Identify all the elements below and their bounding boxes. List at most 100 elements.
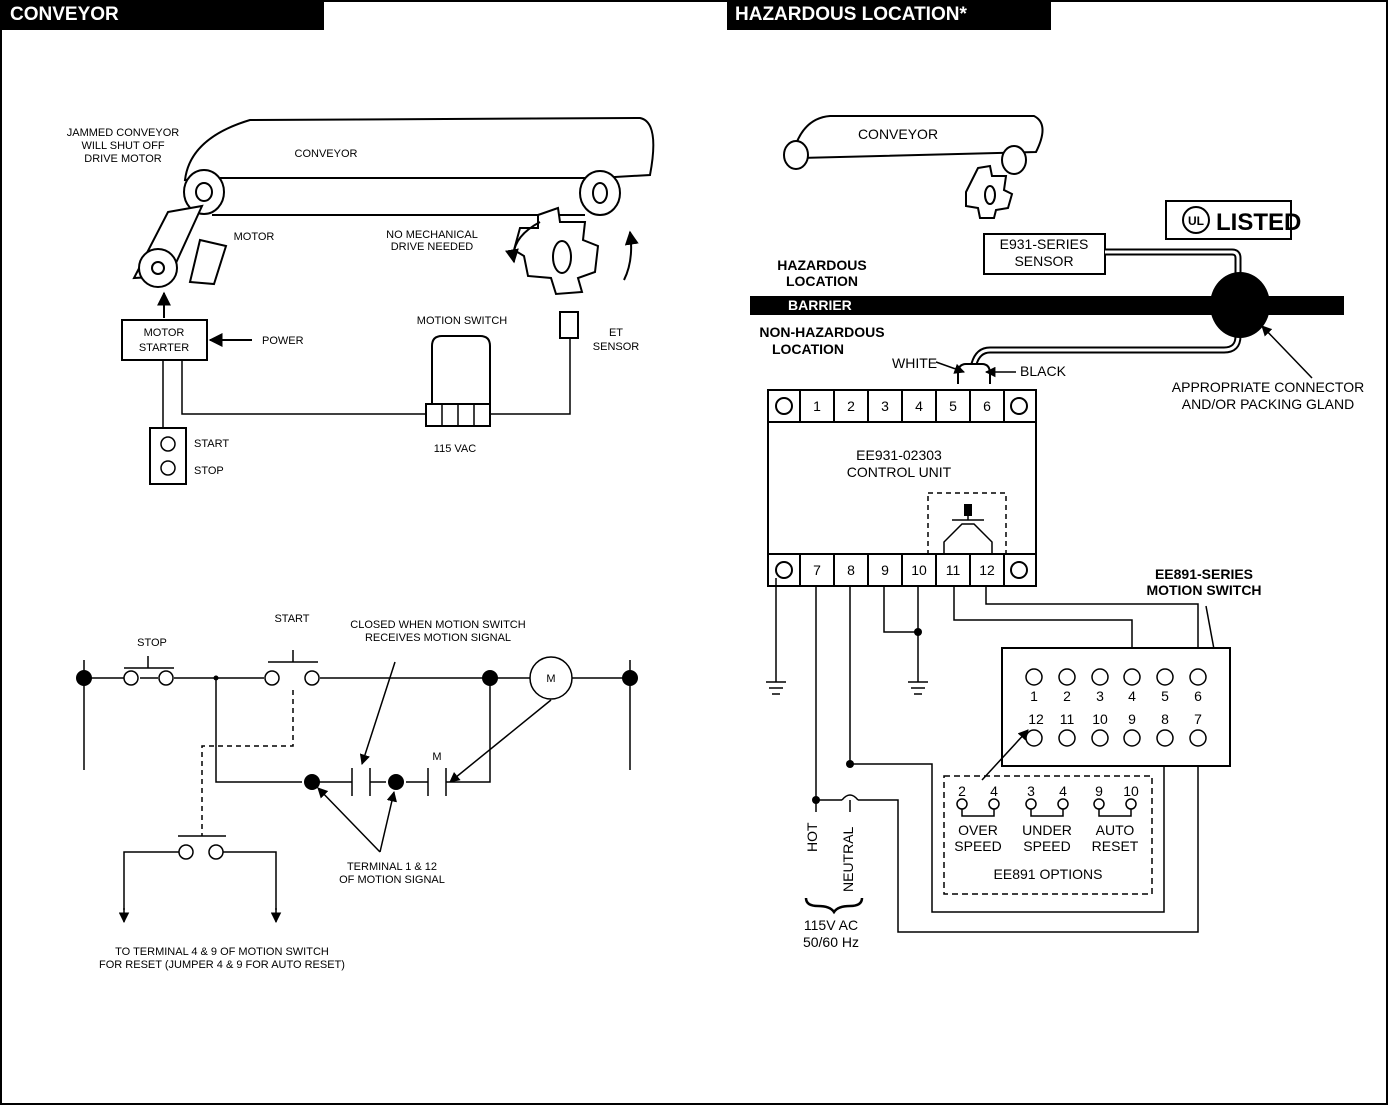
opt-over-b: 4 bbox=[990, 783, 998, 799]
bottom-terminal-11: 11 bbox=[946, 562, 961, 578]
opt-auto-b: 10 bbox=[1123, 783, 1139, 799]
top-terminal-strip: 1 2 3 4 5 6 bbox=[799, 389, 1005, 423]
options-callout-arrow bbox=[981, 729, 1029, 781]
connector-label-2: AND/OR PACKING GLAND bbox=[1182, 396, 1354, 412]
hazardous-location-header: HAZARDOUS LOCATION* bbox=[727, 0, 1051, 30]
bottom-terminal-strip: 7 8 9 10 11 12 bbox=[799, 553, 1005, 587]
bottom-terminal-8: 8 bbox=[847, 562, 855, 578]
ee891-label-1: EE891-SERIES bbox=[1155, 566, 1253, 582]
supply-label-2: 50/60 Hz bbox=[803, 934, 859, 950]
ee891-motion-switch bbox=[1001, 647, 1231, 767]
closed-label-1: CLOSED WHEN MOTION SWITCH bbox=[350, 619, 525, 631]
ee891-options-box bbox=[943, 775, 1153, 895]
terminal-label-1: TERMINAL 1 & 12 bbox=[347, 861, 437, 873]
sensor-lead-splice bbox=[957, 363, 991, 384]
ee891-label-2: MOTION SWITCH bbox=[1146, 582, 1261, 598]
motor-symbol-label: M bbox=[546, 673, 555, 685]
control-unit-label-2: CONTROL UNIT bbox=[847, 464, 952, 480]
option-jumpers bbox=[956, 798, 1137, 817]
ms-terminal-7: 7 bbox=[1194, 711, 1202, 727]
start-contact-label: START bbox=[274, 613, 309, 625]
opt-over-a: 2 bbox=[958, 783, 966, 799]
ms-terminal-2: 2 bbox=[1063, 688, 1071, 704]
top-terminal-2: 2 bbox=[847, 398, 855, 414]
under-speed-label-1: UNDER bbox=[1022, 822, 1072, 838]
ms-terminal-11: 11 bbox=[1060, 711, 1075, 727]
listed-label: LISTED bbox=[1216, 209, 1301, 236]
sensor-label-1: E931-SERIES bbox=[1000, 236, 1089, 252]
reset-contact-left bbox=[178, 844, 194, 860]
ms-terminal-3: 3 bbox=[1096, 688, 1104, 704]
ms-terminal-10: 10 bbox=[1092, 711, 1108, 727]
vac-label: 115 VAC bbox=[434, 443, 476, 455]
auto-reset-label-2: RESET bbox=[1092, 838, 1139, 854]
under-speed-label-2: SPEED bbox=[1023, 838, 1070, 854]
bottom-terminal-12: 12 bbox=[979, 562, 995, 578]
auto-reset-label-1: AUTO bbox=[1096, 822, 1135, 838]
hazardous-label-2: LOCATION bbox=[786, 273, 858, 289]
top-terminal-5: 5 bbox=[949, 398, 957, 414]
ms-terminal-6: 6 bbox=[1194, 688, 1202, 704]
jammed-label-1: JAMMED CONVEYOR bbox=[67, 127, 180, 139]
reset-contact-right bbox=[208, 844, 224, 860]
hot-label: HOT bbox=[804, 822, 820, 852]
ground-symbol bbox=[766, 681, 786, 695]
conveyor-header: CONVEYOR bbox=[2, 0, 324, 30]
top-terminal-4: 4 bbox=[915, 398, 923, 414]
motor-starter-label-1: MOTOR bbox=[144, 327, 185, 339]
barrier bbox=[750, 296, 1344, 315]
terminal-label-2: OF MOTION SIGNAL bbox=[339, 874, 445, 886]
et-sensor-label-1: ET bbox=[609, 327, 623, 339]
jammed-label-2: WILL SHUT OFF bbox=[81, 140, 164, 152]
motion-switch-label: MOTION SWITCH bbox=[417, 315, 507, 327]
stop-contact-left bbox=[123, 670, 139, 686]
opt-under-a: 3 bbox=[1027, 783, 1035, 799]
stop-contact-right bbox=[158, 670, 174, 686]
right-rail-node bbox=[622, 670, 638, 686]
over-speed-label-1: OVER bbox=[958, 822, 998, 838]
terminal-arrow-12 bbox=[379, 790, 397, 853]
motor-junction-node bbox=[482, 670, 498, 686]
terminal-arrow-1 bbox=[317, 787, 381, 853]
sensor-label-2: SENSOR bbox=[1014, 253, 1073, 269]
closed-label-2: RECEIVES MOTION SIGNAL bbox=[365, 632, 511, 644]
field-wiring bbox=[775, 578, 1199, 933]
options-label: EE891 OPTIONS bbox=[994, 866, 1103, 882]
conveyor-label: CONVEYOR bbox=[295, 148, 358, 160]
mount-hole bbox=[1010, 397, 1028, 415]
contact-m-label: M bbox=[432, 751, 441, 763]
ul-mark: UL bbox=[1188, 214, 1204, 228]
ms-terminal-4: 4 bbox=[1128, 688, 1136, 704]
terminal-1-node bbox=[304, 774, 320, 790]
power-label: POWER bbox=[262, 335, 304, 347]
top-terminal-3: 3 bbox=[881, 398, 889, 414]
mount-hole bbox=[1010, 561, 1028, 579]
nonhazardous-label-1: NON-HAZARDOUS bbox=[759, 324, 884, 340]
motor-bracket bbox=[188, 238, 228, 286]
conveyor-illustration bbox=[132, 116, 655, 296]
connector-label-1: APPROPRIATE CONNECTOR bbox=[1172, 379, 1364, 395]
relay-outline bbox=[927, 492, 1007, 555]
control-wiring bbox=[162, 338, 571, 428]
mount-hole bbox=[775, 397, 793, 415]
motor-symbol bbox=[529, 656, 573, 700]
stop-pushbutton bbox=[160, 460, 176, 476]
neutral-label: NEUTRAL bbox=[840, 826, 856, 892]
left-rail-node bbox=[76, 670, 92, 686]
bottom-terminal-10: 10 bbox=[911, 562, 927, 578]
ms-terminal-1: 1 bbox=[1030, 688, 1038, 704]
stop-contact-label: STOP bbox=[137, 637, 167, 649]
reset-label-1: TO TERMINAL 4 & 9 OF MOTION SWITCH bbox=[115, 946, 329, 958]
motor-starter-box bbox=[121, 319, 208, 361]
bottom-terminal-9: 9 bbox=[881, 562, 889, 578]
motor-starter-label-2: STARTER bbox=[139, 342, 189, 354]
bottom-terminal-7: 7 bbox=[813, 562, 821, 578]
motor-label: MOTOR bbox=[234, 231, 275, 243]
no-mech-label-1: NO MECHANICAL bbox=[386, 229, 478, 241]
packing-gland bbox=[1210, 272, 1270, 338]
control-unit-label-1: EE931-02303 bbox=[856, 447, 942, 463]
barrier-label: BARRIER bbox=[788, 297, 852, 313]
terminal-12-node bbox=[388, 774, 404, 790]
white-label: WHITE bbox=[892, 355, 937, 371]
